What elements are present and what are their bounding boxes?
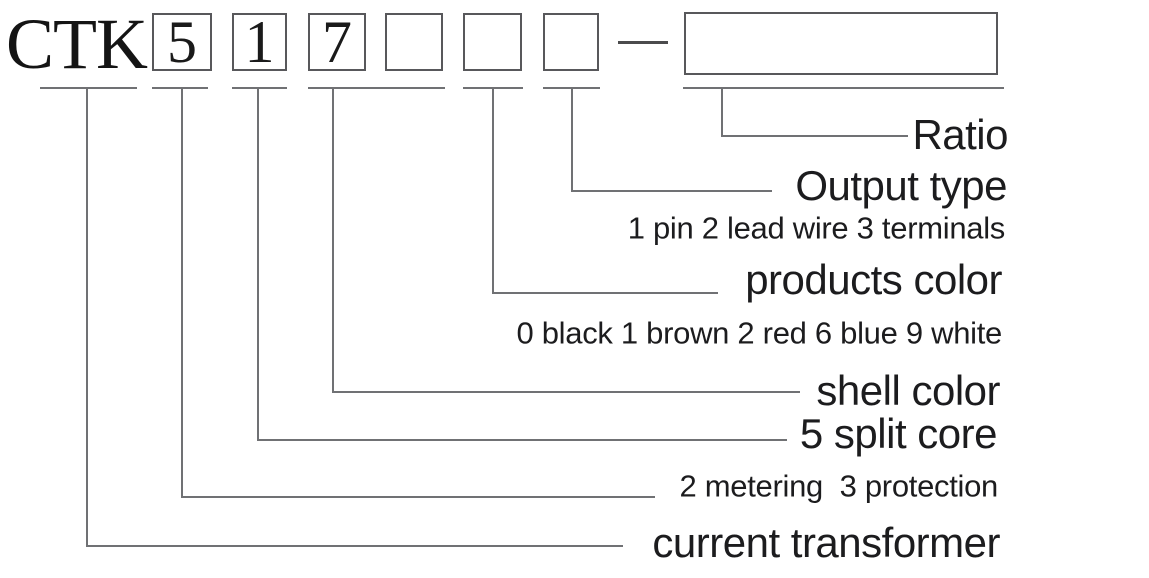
underline-digit-1 — [152, 87, 208, 89]
label-product-type: current transformer — [652, 519, 1000, 566]
separator-dash — [618, 41, 668, 44]
connector-vertical-product-type — [86, 87, 88, 547]
code-box-ratio-field — [684, 12, 998, 75]
connector-line-usage — [181, 496, 655, 498]
connector-line-split-core — [257, 439, 787, 441]
connector-vertical-products-color — [492, 87, 494, 294]
label-ratio: Ratio — [912, 111, 1008, 158]
label-split-core: 5 split core — [799, 410, 998, 457]
code-box-digit-2: 1 — [232, 9, 287, 75]
digit-value: 1 — [244, 8, 275, 75]
underline-digit-3 — [308, 87, 445, 89]
connector-vertical-output-type — [571, 87, 573, 192]
code-box-empty-shell-color — [385, 13, 443, 71]
underline-digit-2 — [232, 87, 287, 89]
connector-line-output-type — [571, 190, 772, 192]
label-products-color-values: 0 black 1 brown 2 red 6 blue 9 white — [516, 315, 1002, 351]
digit-value: 7 — [322, 8, 352, 75]
model-prefix: CTK — [6, 4, 148, 84]
connector-vertical-split-core — [257, 87, 259, 441]
connector-vertical-ratio — [721, 87, 723, 137]
underline-ratio — [683, 87, 1004, 89]
code-box-digit-3: 7 — [308, 9, 366, 75]
connector-line-products-color — [492, 292, 718, 294]
connector-line-ratio — [721, 135, 908, 137]
label-output-type-values: 1 pin 2 lead wire 3 terminals — [627, 210, 1006, 246]
code-box-digit-1: 5 — [152, 9, 212, 75]
connector-line-shell-color — [332, 391, 800, 393]
label-products-color: products color — [745, 256, 1002, 303]
label-usage-values: 2 metering 3 protection — [679, 468, 999, 504]
label-shell-color: shell color — [816, 367, 1000, 414]
connector-vertical-usage — [181, 87, 183, 498]
connector-line-product-type — [86, 545, 623, 547]
digit-value: 5 — [167, 8, 197, 75]
code-box-empty-products-color — [463, 13, 522, 71]
underline-prefix — [40, 87, 137, 89]
code-box-empty-output-type — [543, 13, 599, 71]
label-output-type: Output type — [795, 162, 1007, 209]
connector-vertical-shell-color — [332, 87, 334, 393]
